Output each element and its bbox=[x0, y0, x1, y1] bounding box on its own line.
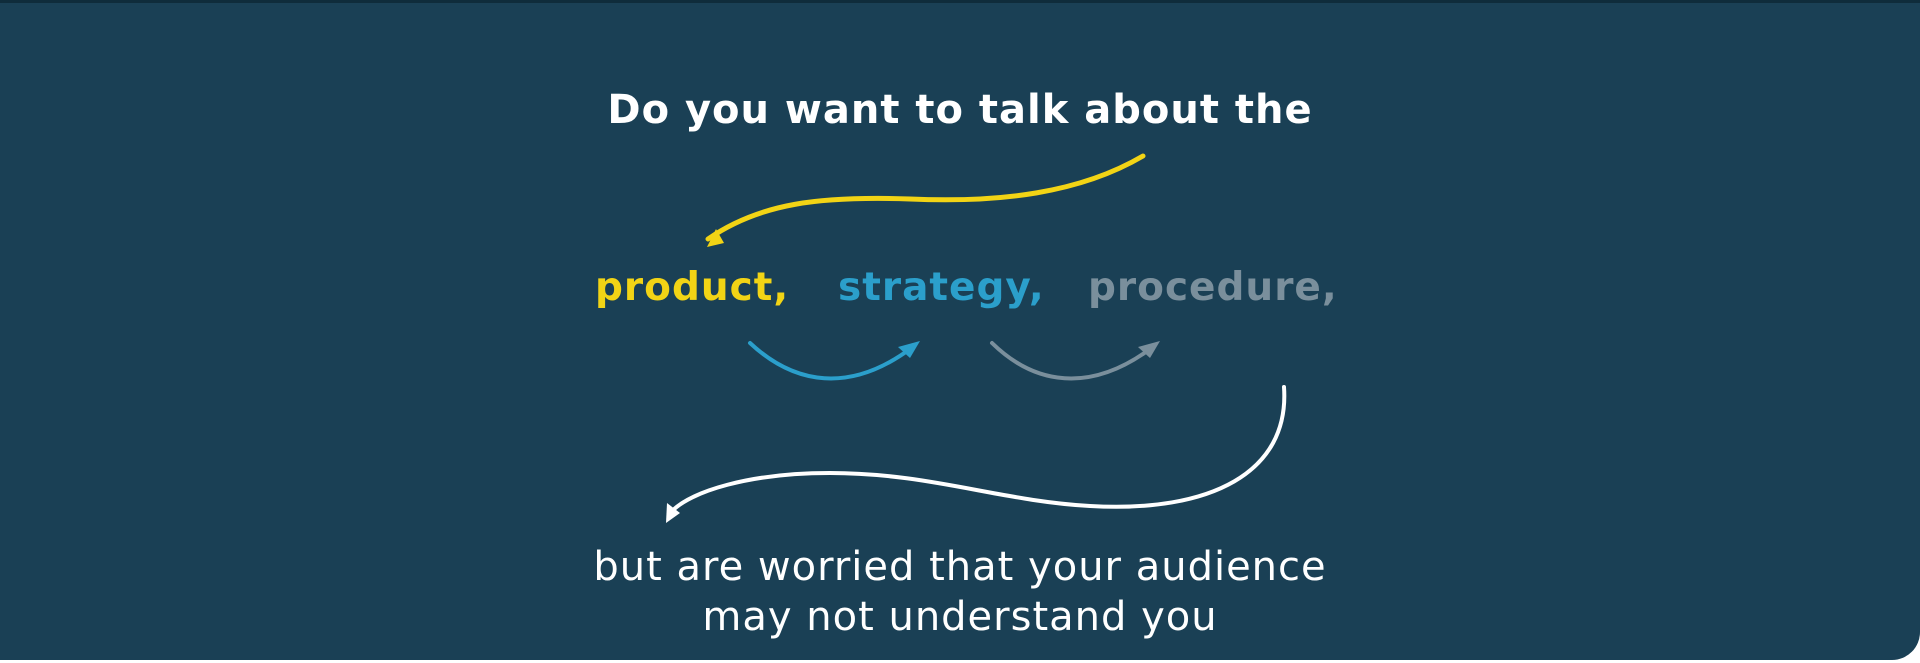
word-procedure: procedure, bbox=[1088, 265, 1338, 310]
word-strategy: strategy, bbox=[838, 265, 1045, 310]
arrow-to-bottom-text bbox=[666, 385, 1287, 523]
flow-arrows bbox=[666, 153, 1287, 523]
bottom-text-line-2: may not understand you bbox=[702, 594, 1218, 640]
arrow-to-product bbox=[705, 153, 1146, 247]
headline-text: Do you want to talk about the bbox=[607, 87, 1313, 133]
arrow-to-procedure bbox=[990, 341, 1160, 381]
bottom-text-line-1: but are worried that your audience bbox=[593, 544, 1327, 590]
arrow-to-strategy bbox=[748, 341, 920, 381]
word-product: product, bbox=[595, 265, 790, 310]
